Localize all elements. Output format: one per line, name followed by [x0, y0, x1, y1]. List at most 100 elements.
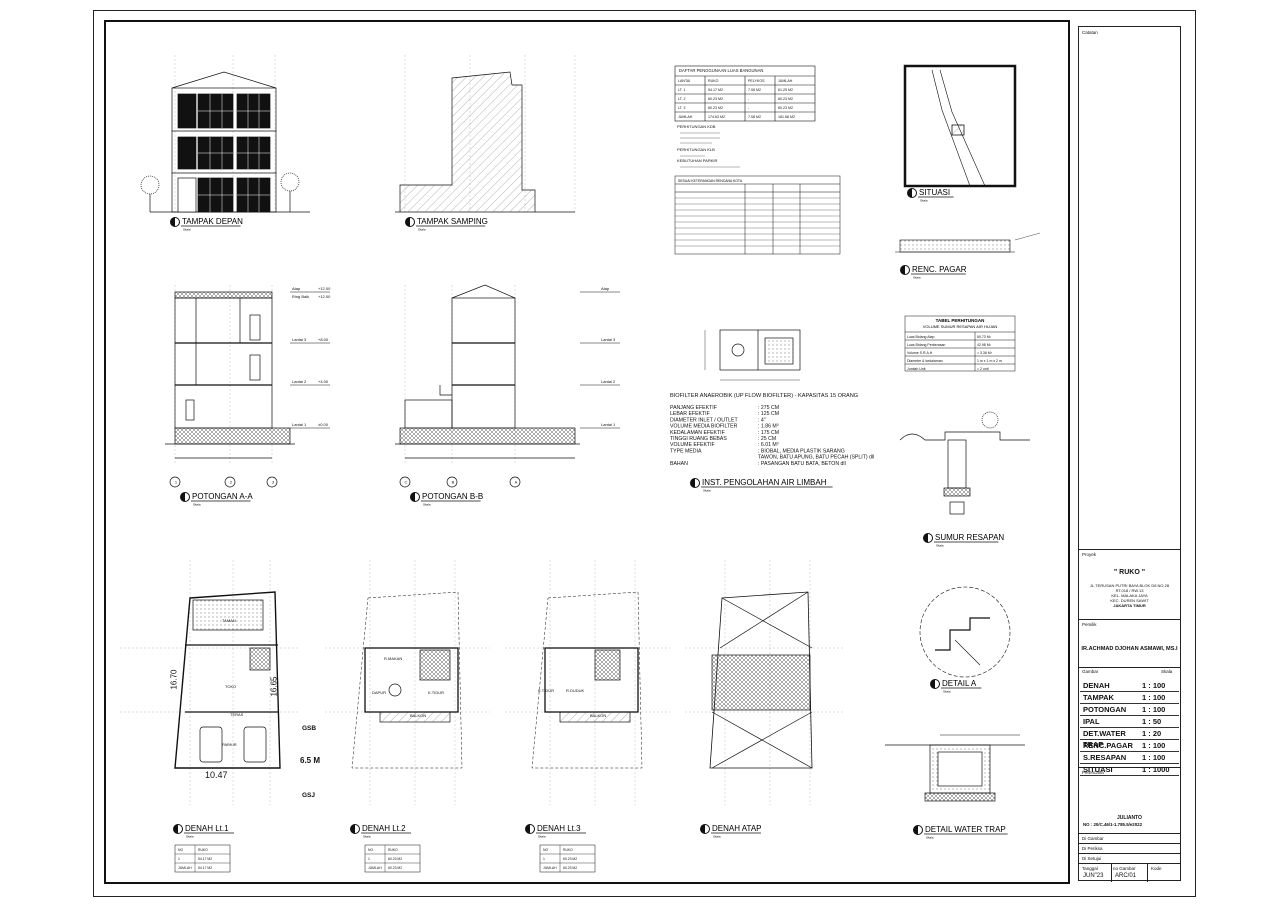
area-table-cell: 7.08 M2 [748, 115, 761, 119]
schedule-scale: 1 : 1000 [1142, 765, 1170, 774]
view-title-text: INST. PENGOLAHAN AIR LIMBAH [702, 478, 827, 487]
roof-plan [685, 560, 845, 805]
room-parkir: PARKIR [222, 742, 237, 747]
gambar-label: Gambar [1082, 669, 1099, 674]
side-length-dim-2: 16.65 [269, 676, 279, 697]
biofilter-value: : BIOBAL, MEDIA PLASTIK SARANG [758, 448, 845, 454]
plan-table-cell: 60.23 M2 [563, 857, 577, 861]
area-table-cell: 61.25 M2 [778, 88, 793, 92]
view-title-text: POTONGAN A-A [192, 492, 253, 501]
area-table-cell: 181.68 M2 [778, 115, 795, 119]
view-title-text: DETAIL WATER TRAP [925, 825, 1006, 834]
title-block: Catatan Proyek " RUKO " JL.TERUSAN PUTRI… [1078, 26, 1181, 882]
tanggal-label: Tanggal [1082, 866, 1098, 871]
view-title-text: SITUASI [919, 188, 950, 197]
perencana-label: Perencana [1082, 770, 1104, 775]
schedule-scale: 1 : 100 [1142, 693, 1166, 702]
axis-label-2: 2 [230, 480, 233, 485]
schedule-row: DENAH 1 : 100 [1080, 680, 1179, 692]
infiltration-well [899, 411, 1030, 515]
schedule-drawing: POTONGAN [1083, 705, 1127, 714]
disetujui-label: Di Setujui [1082, 856, 1102, 861]
parkir-heading: KEBUTUHAN PARKIR [677, 158, 717, 163]
view-scale-label: Skala [423, 503, 431, 507]
resapan-value: 60.73 M² [977, 335, 992, 339]
owner-name: IR.ACHMAD DJOHAN ASMAWI, MS.I [1081, 646, 1178, 652]
catatan-label: Catatan [1082, 30, 1098, 35]
schedule-drawing: DENAH [1083, 681, 1110, 690]
biofilter-value: : 1.86 M³ [758, 424, 779, 430]
ipal-diagram [704, 329, 801, 381]
view-title-text: TAMPAK SAMPING [417, 217, 488, 226]
biofilter-value: : 6.01 M³ [758, 442, 779, 448]
area-table-cell: 7.08 M2 [748, 88, 761, 92]
view-scale-label: Skala [926, 836, 934, 840]
view-title-text: TAMPAK DEPAN [182, 217, 243, 226]
resapan-title: TABEL PERHITUNGAN [936, 318, 985, 323]
schedule-scale: 1 : 100 [1142, 705, 1166, 714]
biofilter-param: LEBAR EFEKTIF [670, 411, 710, 417]
plan-area-table [539, 844, 596, 873]
plan-table-header: RUKO [198, 848, 208, 852]
rtrw-table [674, 175, 841, 255]
floor-plan-lt1 [120, 560, 300, 805]
biofilter-value: : 275 CM [758, 405, 779, 411]
plan-table-cell: JUMLAH [543, 866, 557, 870]
level-lantai2-elev: +4.00 [318, 379, 329, 384]
drawing-frame [104, 20, 1070, 884]
area-table-cell: 60.23 M2 [778, 97, 793, 101]
view-title-detail-water-trap: DETAIL WATER TRAP Skala [913, 825, 1008, 840]
no-gambar-value: ARC/01 [1115, 873, 1137, 879]
setback-depth: 6.5 M [300, 756, 321, 765]
room-r-makan: R.MAKAN [384, 656, 403, 661]
axis-label-3: 3 [272, 480, 275, 485]
schedule-scale: 1 : 100 [1142, 681, 1166, 690]
view-scale-label: Skala [713, 835, 721, 839]
axis-label-b1: C [405, 480, 408, 485]
room-balkon-3: BALKON [590, 713, 607, 718]
area-table-cell: - [748, 97, 750, 101]
address-line: KEL. MALAKA JAYA [1111, 593, 1148, 598]
kdb-heading: PERHITUNGAN KDB [677, 124, 716, 129]
resapan-value: = 3.36 M³ [977, 351, 993, 355]
room-taman: TAMAN [222, 618, 236, 623]
view-scale-label: Skala [363, 835, 371, 839]
resapan-value: 42.98 M² [977, 343, 992, 347]
plan-table-cell: 54.17 M2 [198, 857, 212, 861]
view-scale-label: Skala [193, 503, 201, 507]
plan-area-table [174, 844, 231, 873]
room-k-tidur: K.TIDUR [428, 690, 444, 695]
area-table-header: LANTAI [678, 79, 690, 83]
address-line: JL.TERUSAN PUTRI BAYA BLOK D8 NO.28 [1089, 583, 1170, 588]
view-title-text: DENAH Lt.2 [362, 824, 406, 833]
area-table [674, 65, 816, 122]
biofilter-param: KEDALAMAN EFEKTIF [670, 430, 725, 436]
address-line: JAKARTA TIMUR [1113, 603, 1146, 608]
view-title-text: DENAH Lt.1 [185, 824, 229, 833]
biofilter-value: : 4" [758, 417, 766, 423]
area-table-cell: 60.23 M2 [708, 97, 723, 101]
biofilter-title: BIOFILTER ANAEROBIK (UP FLOW BIOFILTER) … [670, 393, 859, 399]
area-table-cell: LT. 2 [678, 97, 686, 101]
view-title-text: DETAIL A [942, 679, 977, 688]
schedule-scale: 1 : 100 [1142, 741, 1166, 750]
room-k-tidur-3: K.TIDUR [538, 688, 554, 693]
level-lantai3: Lantai 3 [292, 337, 307, 342]
schedule-drawing: TAMPAK [1083, 693, 1114, 702]
biofilter-value: : 25 CM [758, 436, 776, 442]
plan-table-cell: JUMLAH [368, 866, 382, 870]
resapan-subtitle: VOLUME SUMUR RESAPAN AIR HUJAN [923, 324, 998, 329]
room-balkon: BALKON [410, 713, 427, 718]
area-table-header: JUMLAH [778, 79, 793, 83]
axis-label-1: 1 [175, 480, 178, 485]
room-toko: TOKO [225, 684, 237, 689]
license-number: NO : 20/C.46/1-1.785.5/e2022 [1083, 822, 1143, 827]
